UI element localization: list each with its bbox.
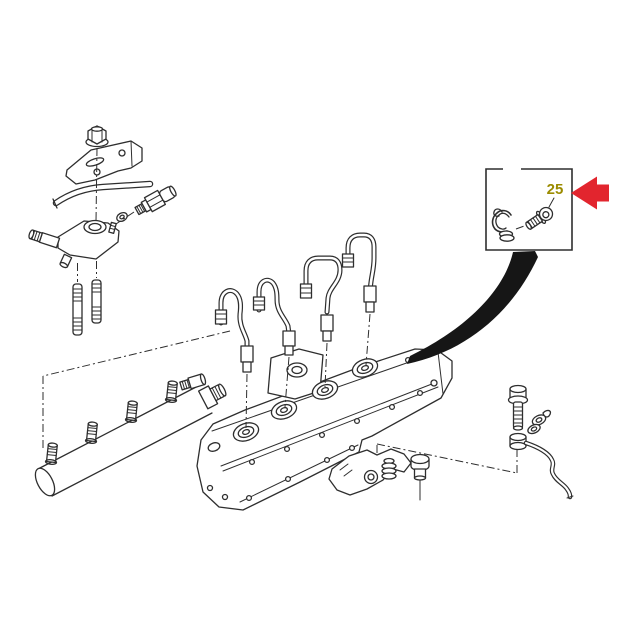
banjo-bolt	[507, 384, 529, 431]
cylinder-head-cover	[196, 348, 453, 511]
rail-end-cap	[34, 467, 56, 497]
rail-fitting-4	[164, 380, 178, 404]
mounting-bracket	[65, 140, 143, 185]
pressure-limiter-valve	[28, 219, 120, 269]
flange-nut	[85, 125, 109, 148]
cylinder-head-partial	[328, 445, 412, 496]
return-pipe-fitting	[509, 432, 527, 451]
glow-plug	[179, 373, 207, 391]
rail-fitting-3	[124, 400, 138, 424]
callout-box-border	[485, 168, 573, 251]
fuel-rail	[34, 380, 227, 497]
part-number-label[interactable]: 25	[547, 181, 564, 198]
fuel-return-pipe	[523, 440, 574, 500]
rail-fitting-2	[84, 421, 98, 445]
plug-bolt	[410, 453, 430, 501]
sealing-washers	[527, 409, 552, 435]
fuel-pressure-sensor	[134, 185, 177, 216]
injection-pipe-3	[299, 255, 343, 388]
mounting-studs	[72, 261, 102, 336]
leader-lines-left	[42, 330, 231, 451]
callout-bolt	[525, 206, 554, 230]
leader-line-return-pipe	[376, 443, 518, 474]
pressure-limiter-assembly	[28, 125, 177, 336]
callout-box[interactable]: 25	[485, 168, 573, 251]
breather-box	[267, 348, 324, 400]
injection-pipe-1	[214, 288, 254, 429]
clip-bolt-axis-line	[515, 224, 528, 230]
swoosh-pointer	[407, 251, 538, 364]
part-number-leader	[548, 197, 555, 208]
rail-fitting-1	[44, 442, 58, 466]
injector-ports	[232, 358, 379, 442]
retainer-clip	[491, 208, 515, 242]
rail-connector	[197, 383, 227, 410]
injection-pipe-4	[341, 232, 377, 366]
injection-pipe-2	[252, 277, 296, 408]
fuel-injection-pipes	[214, 232, 377, 429]
sealing-washer	[116, 211, 128, 223]
red-arrow-icon	[571, 176, 609, 210]
fuel-return-assembly	[507, 384, 574, 500]
cover-bolt-bosses	[206, 356, 438, 502]
